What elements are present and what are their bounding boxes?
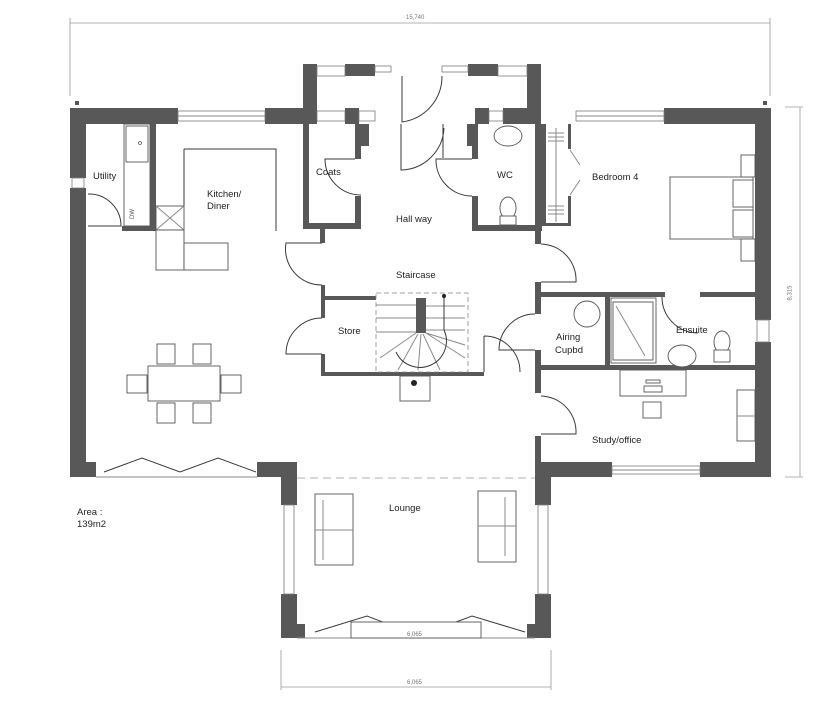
outer-walls <box>70 64 771 638</box>
room-label-study: Study/office <box>592 435 642 446</box>
lounge-outer-width-dimension: 6,065 <box>407 680 423 686</box>
room-label-airing-line1: Airing <box>556 332 581 343</box>
room-label-utility: Utility <box>93 171 117 182</box>
overall-depth-dimension: 8,315 <box>787 285 794 301</box>
interior-walls <box>122 124 755 477</box>
room-label-airing-line2: Cupbd <box>555 345 583 356</box>
room-label-store: Store <box>338 326 361 337</box>
room-label-kitchen-line2: Diner <box>207 201 230 212</box>
room-label-wc: WC <box>497 170 513 181</box>
dishwasher-label: DW <box>130 209 136 219</box>
windows <box>71 65 770 595</box>
room-label-staircase: Staircase <box>396 270 436 281</box>
furniture <box>123 123 756 639</box>
area-value: 139m2 <box>77 519 107 530</box>
room-label-hallway: Hall way <box>396 214 432 225</box>
lounge-inner-width-dimension: 6,065 <box>407 632 423 638</box>
room-label-kitchen-line1: Kitchen/ <box>207 189 242 200</box>
room-label-bedroom-4: Bedroom 4 <box>592 172 639 183</box>
room-label-lounge: Lounge <box>389 503 421 514</box>
area-label: Area : <box>77 507 103 518</box>
room-label-ensuite: Ensuite <box>676 325 708 336</box>
doors <box>87 75 699 639</box>
overall-width-dimension: 15,740 <box>406 15 425 21</box>
room-label-coats: Coats <box>316 167 341 178</box>
dimension-lines <box>69 18 803 690</box>
